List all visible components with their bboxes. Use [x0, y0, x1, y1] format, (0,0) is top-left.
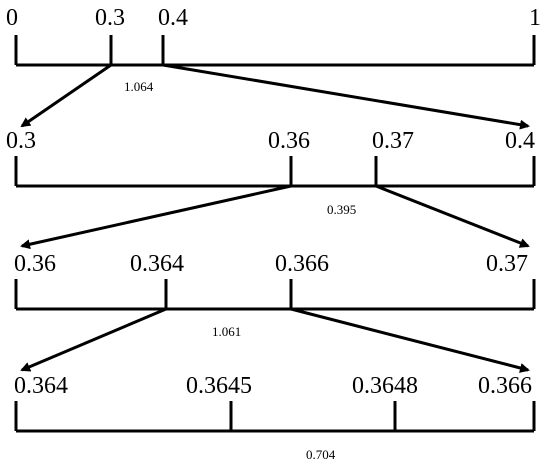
tick-label: 0.3: [6, 128, 36, 154]
code-value: 1.061: [212, 324, 241, 339]
arrow-left: [20, 307, 167, 372]
tick-label: 0.4: [505, 128, 535, 154]
tick-label: 1: [529, 5, 541, 31]
tick-label: 0.364: [14, 373, 68, 399]
tick-label: 0: [6, 5, 18, 31]
level-4: 0.364 0.3645 0.3648 0.366 0.704: [14, 373, 536, 462]
tick-label: 0.3: [95, 5, 125, 31]
tick-label: 0.36: [268, 128, 310, 154]
arrow-left: [20, 184, 292, 250]
level-2: 0.3 0.36 0.37 0.4 0.395: [6, 128, 536, 217]
arrow-right: [375, 184, 530, 248]
tick-label: 0.3648: [352, 373, 418, 399]
arrow-right: [162, 63, 530, 130]
arrow-left: [20, 63, 112, 128]
tick-label: 0.36: [14, 251, 56, 277]
level-3: 0.36 0.364 0.366 0.37 1.061: [14, 251, 536, 339]
tick-label: 0.366: [275, 251, 329, 277]
tick-label: 0.366: [478, 373, 532, 399]
tick-label: 0.4: [158, 5, 188, 31]
code-value: 0.395: [327, 202, 356, 217]
tick-label: 0.3645: [186, 373, 252, 399]
arrow-right: [290, 307, 530, 373]
code-value: 0.704: [306, 447, 336, 462]
tick-label: 0.364: [130, 251, 184, 277]
level-1: 0 0.3 0.4 1 1.064: [6, 5, 541, 94]
tick-label: 0.37: [486, 251, 528, 277]
tick-label: 0.37: [372, 128, 414, 154]
code-value: 1.064: [124, 79, 154, 94]
